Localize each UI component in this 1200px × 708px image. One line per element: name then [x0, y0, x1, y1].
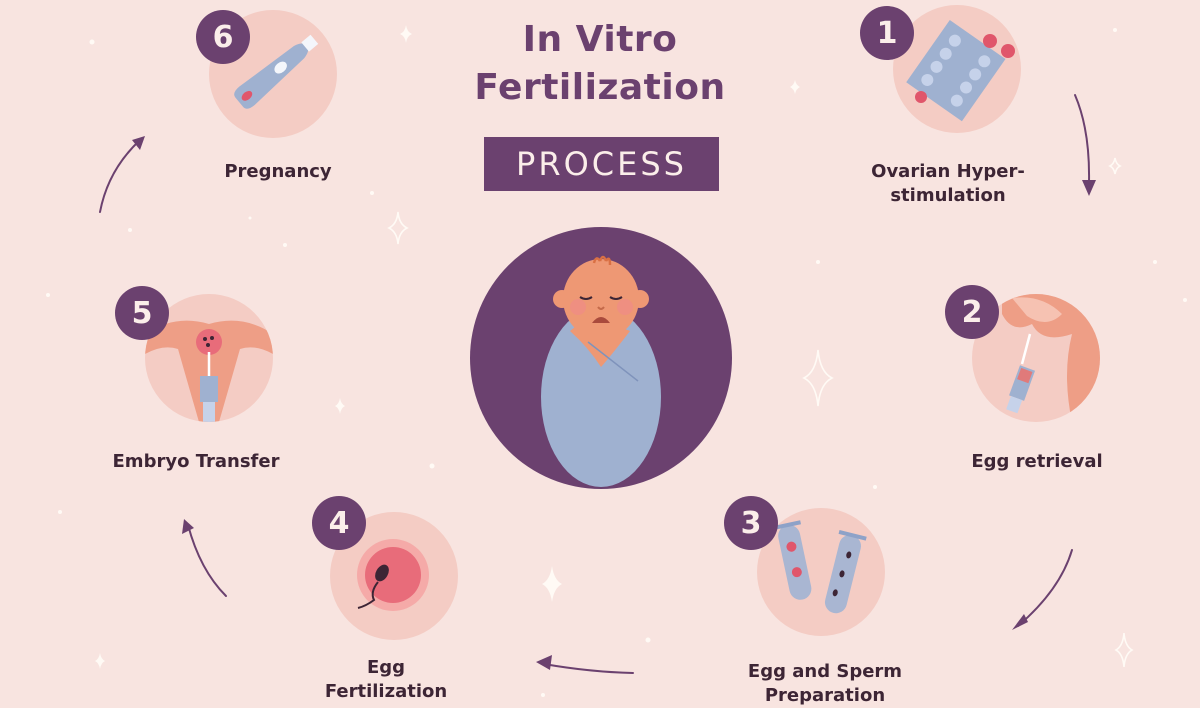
arrow-5-to-6-icon [99, 139, 141, 213]
step-4-label: Egg Fertilization [324, 657, 448, 702]
sparkle-icon [335, 398, 345, 414]
step-5-label: Embryo Transfer [112, 451, 280, 472]
process-banner: PROCESS [484, 137, 719, 191]
sperm-egg-icon [357, 539, 429, 611]
arrow-2-to-3-icon [1017, 549, 1073, 627]
egg-retrieval-syringe-icon [1002, 294, 1100, 422]
center-baby-circle [470, 227, 732, 489]
sparkle-icon [542, 566, 562, 602]
arrow-1-to-2-icon [1074, 94, 1091, 183]
swaddled-baby-icon [541, 255, 661, 487]
step-3-circle [757, 508, 885, 636]
page-title: In Vitro Fertilization [440, 16, 760, 112]
sparkle-icon [95, 653, 105, 669]
step-4-badge: 4 [312, 496, 366, 550]
title-line-2: Fertilization [474, 67, 726, 108]
step-6-label: Pregnancy [224, 161, 332, 182]
step-1-badge: 1 [860, 6, 914, 60]
uterus-transfer-icon [145, 320, 273, 422]
step-3-label: Egg and Sperm Preparation [747, 661, 903, 706]
title-line-1: In Vitro [522, 19, 678, 60]
sparkle-icon [1108, 157, 1122, 175]
pregnancy-test-icon [234, 34, 319, 109]
step-2-badge: 2 [945, 285, 999, 339]
arrow-3-to-4-icon [543, 663, 634, 674]
step-6-badge: 6 [196, 10, 250, 64]
step-5-circle [145, 294, 273, 422]
step-3-badge: 3 [724, 496, 778, 550]
sparkle-icon [1114, 632, 1134, 668]
sparkle-icon [790, 80, 800, 94]
sparkle-icon [802, 349, 834, 407]
sparkle-icon [400, 25, 412, 43]
process-label: PROCESS [516, 145, 687, 183]
pill-blister-pack-icon [906, 20, 1015, 122]
step-5-badge: 5 [115, 286, 169, 340]
step-2-label: Egg retrieval [971, 451, 1103, 472]
step-1-label: Ovarian Hyper- stimulation [871, 161, 1025, 206]
arrow-4-to-5-icon [187, 524, 227, 597]
test-tubes-icon [772, 520, 867, 614]
sparkle-icon [387, 211, 409, 245]
step-1-circle [893, 5, 1021, 133]
